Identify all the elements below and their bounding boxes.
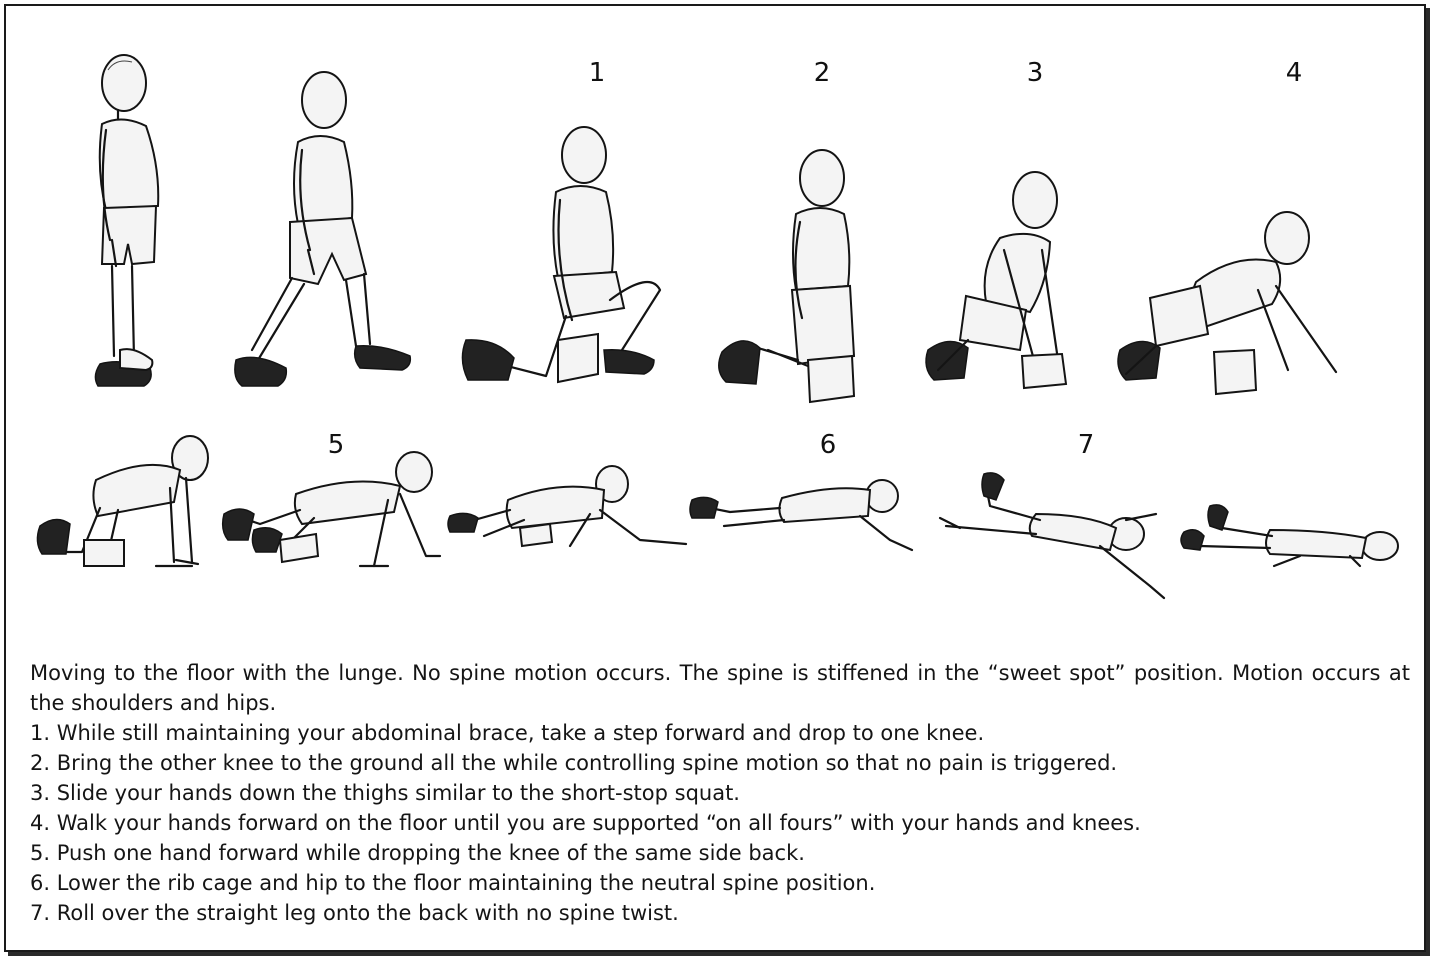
figure-step-6 xyxy=(690,480,912,550)
figure-step-7 xyxy=(940,473,1164,598)
figure-step-5 xyxy=(223,452,440,566)
figure-lunge-step xyxy=(235,72,410,386)
figure-step-1 xyxy=(462,127,660,382)
figure-step-4 xyxy=(1118,212,1336,394)
caption-step-6: 6. Lower the rib cage and hip to the flo… xyxy=(30,868,1410,898)
caption-step-1: 1. While still maintaining your abdomina… xyxy=(30,718,1410,748)
caption: Moving to the floor with the lunge. No s… xyxy=(30,658,1410,928)
caption-intro: Moving to the floor with the lunge. No s… xyxy=(30,658,1410,718)
figure-all-fours xyxy=(37,436,208,566)
caption-step-2: 2. Bring the other knee to the ground al… xyxy=(30,748,1410,778)
figure-lying-back xyxy=(1181,505,1398,566)
figure-step-2 xyxy=(719,150,854,402)
caption-step-4: 4. Walk your hands forward on the floor … xyxy=(30,808,1410,838)
caption-step-3: 3. Slide your hands down the thighs simi… xyxy=(30,778,1410,808)
caption-step-5: 5. Push one hand forward while dropping … xyxy=(30,838,1410,868)
caption-step-7: 7. Roll over the straight leg onto the b… xyxy=(30,898,1410,928)
figure-lowering xyxy=(448,466,686,546)
figure-step-3 xyxy=(926,172,1066,388)
figure-standing xyxy=(95,55,158,386)
